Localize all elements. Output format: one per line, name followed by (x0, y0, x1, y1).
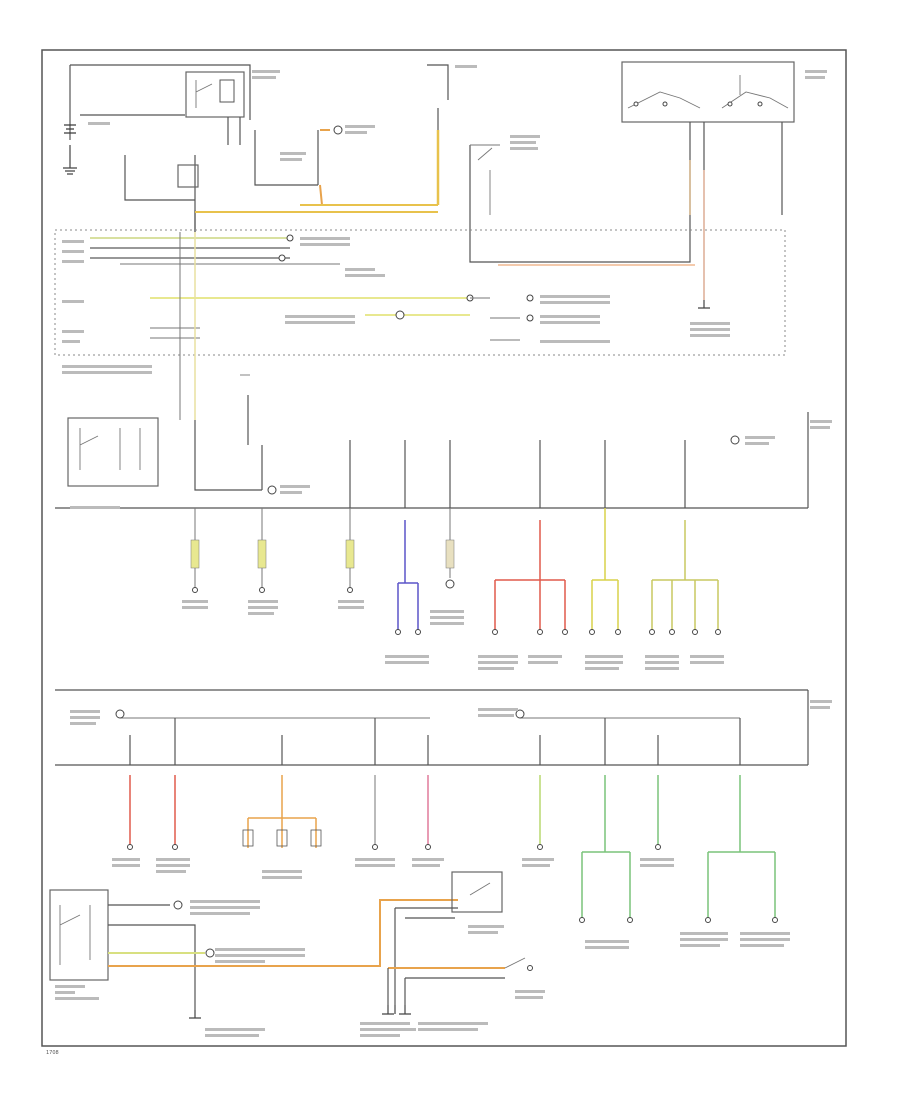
diagram-frame (41, 49, 847, 1047)
battery-symbol (64, 124, 76, 134)
harness-lines-top (90, 232, 534, 420)
fuse-symbol (177, 164, 199, 188)
fuse-box-dashed (54, 229, 786, 356)
battery-section (63, 64, 251, 232)
starter-section (195, 64, 449, 213)
ground-symbol (63, 145, 77, 175)
drops-bus-2 (127, 775, 778, 923)
bus-section-2 (55, 689, 809, 766)
switch-block-top-right (621, 61, 795, 309)
bus-section-1 (55, 374, 809, 509)
relay-middle (469, 144, 695, 266)
label-marks (55, 65, 832, 1037)
drops-bus-1 (190, 508, 721, 635)
bottom-section (49, 871, 533, 1019)
relay-symbol (185, 71, 245, 118)
lamp-symbol (333, 125, 343, 135)
page-code: 1708 (46, 1050, 59, 1056)
